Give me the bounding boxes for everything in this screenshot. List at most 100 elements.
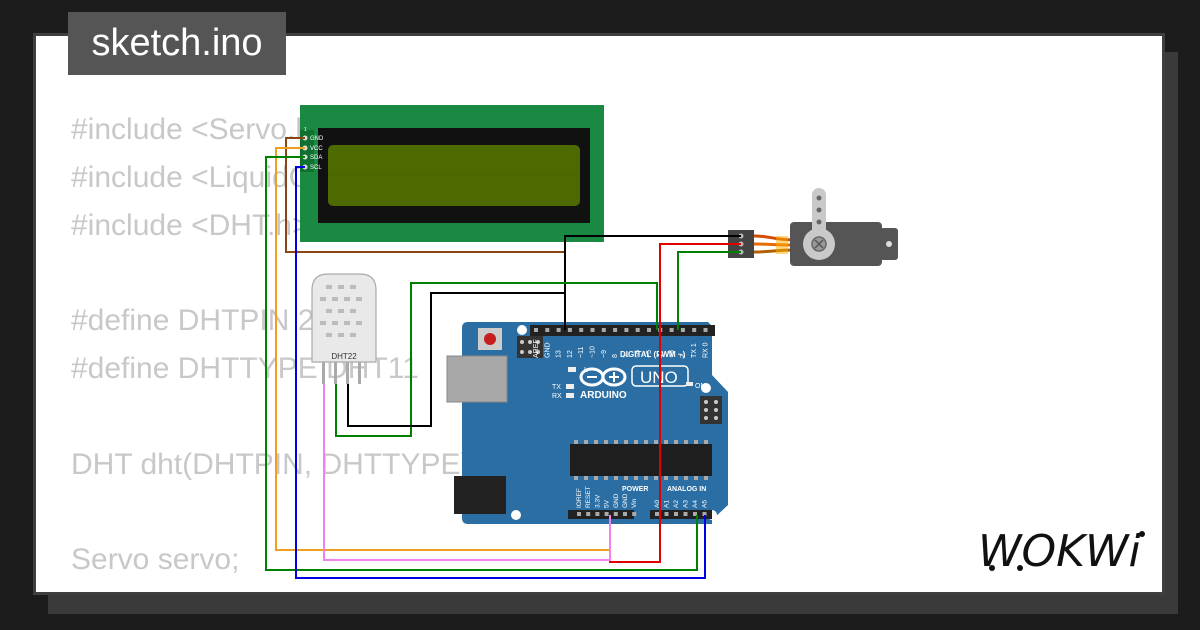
digital-pin[interactable] <box>579 328 584 332</box>
wire-servo-signal-green <box>677 251 741 330</box>
power-pin-label: IOREF <box>576 488 583 508</box>
lcd-pin-header <box>300 130 314 172</box>
analog-pin-label: A5 <box>702 500 709 508</box>
on-label: ON <box>695 383 706 390</box>
dht-sensor[interactable]: DHT22 <box>311 273 377 384</box>
power-pin-label: 3.3V <box>594 494 601 508</box>
power-pin[interactable] <box>586 512 591 516</box>
analog-pin[interactable] <box>683 512 688 516</box>
digital-pin[interactable] <box>534 328 538 332</box>
analog-pin-label: A2 <box>673 500 680 508</box>
digital-pin-label: ~10 <box>590 346 597 358</box>
analog-pin[interactable] <box>655 512 659 516</box>
analog-pin-label: A3 <box>683 500 690 508</box>
analog-pin[interactable] <box>693 512 697 516</box>
digital-pin-label: 7 <box>623 354 630 358</box>
digital-pin[interactable] <box>601 328 606 332</box>
wokwi-logo: WOKWi <box>978 526 1141 577</box>
power-pin[interactable] <box>577 512 581 516</box>
wire-lcd-sda-green <box>265 156 698 571</box>
atmega-chip <box>570 444 712 476</box>
lcd-pin-sda: SDA <box>310 155 322 161</box>
analog-pin[interactable] <box>674 512 678 516</box>
usb-port <box>446 355 508 403</box>
model-label: UNO <box>640 368 678 387</box>
code-line: #include <DHT.h> <box>71 208 310 242</box>
power-pin[interactable] <box>604 512 609 516</box>
power-header <box>568 510 634 519</box>
analog-pin[interactable] <box>702 512 707 516</box>
analog-pin[interactable] <box>664 512 669 516</box>
digital-pin-label: 2 <box>680 354 687 358</box>
digital-pin-label: RX 0 <box>703 342 710 358</box>
code-line: #define DHTPIN 2 <box>71 304 315 338</box>
digital-pin[interactable] <box>545 328 550 332</box>
power-pin-label: 5V <box>604 499 611 508</box>
digital-pin-label: 12 <box>567 350 574 358</box>
digital-pin-label: ~11 <box>578 347 585 358</box>
digital-pin-label: GND <box>544 342 551 358</box>
digital-pin-label: ~9 <box>601 350 608 358</box>
analog-pin-label: A0 <box>654 500 661 508</box>
digital-pin[interactable] <box>680 328 685 332</box>
wire-dht-data-green <box>335 282 658 437</box>
digital-pin[interactable] <box>624 328 629 332</box>
arduino-logo-text: ARDUINO <box>580 390 627 401</box>
led-rx-label: RX <box>552 393 562 400</box>
digital-label: DIGITAL (PWM ~) <box>620 350 686 359</box>
lcd-pin-vcc: VCC <box>310 146 323 152</box>
analog-pin-label: A1 <box>664 500 671 508</box>
digital-pin-label: TX 1 <box>691 343 698 358</box>
code-line: DHT dht(DHTPIN, DHTTYPE); <box>71 447 479 481</box>
power-pin-label: GND <box>613 493 620 508</box>
lcd-screen <box>328 145 580 206</box>
power-label: POWER <box>622 486 648 493</box>
analog-header <box>650 510 712 519</box>
dht-label: DHT22 <box>331 352 357 361</box>
wire-dht-vcc-pink <box>323 384 611 561</box>
lcd-pin-scl: SCL <box>310 165 322 171</box>
dht-grille <box>320 285 362 337</box>
digital-pin-label: ~5 <box>646 350 653 358</box>
digital-pin[interactable] <box>613 328 618 332</box>
dht-body <box>311 273 377 363</box>
power-pin-label: GND <box>622 493 629 508</box>
wire-dht-gnd-black <box>347 292 566 427</box>
power-pin[interactable] <box>632 512 637 516</box>
digital-header <box>530 325 715 336</box>
power-pin-label: RESET <box>585 486 592 508</box>
digital-pin[interactable] <box>692 328 697 332</box>
digital-pin-label: 8 <box>612 354 619 358</box>
digital-pin-label: ~6 <box>635 350 642 358</box>
svg-text:1: 1 <box>304 127 307 133</box>
code-line: Servo servo; <box>71 543 240 577</box>
digital-pin-label: AREF <box>533 339 540 358</box>
power-jack <box>454 476 506 514</box>
wires <box>265 137 741 579</box>
wire-lcd-scl-blue <box>295 166 706 579</box>
digital-pin-label: ~3 <box>669 350 676 358</box>
power-pin[interactable] <box>613 512 618 516</box>
arduino-logo <box>579 367 627 387</box>
lcd-module[interactable]: 1 GND VCC SDA SCL <box>300 105 604 242</box>
icsp-header-2 <box>700 396 722 424</box>
power-pin-label: Vin <box>631 498 638 508</box>
power-pin[interactable] <box>623 512 627 516</box>
digital-pin[interactable] <box>703 328 708 332</box>
digital-pin[interactable] <box>647 328 651 332</box>
digital-pin[interactable] <box>556 328 561 332</box>
digital-pin[interactable] <box>669 328 674 332</box>
analog-label: ANALOG IN <box>667 486 706 493</box>
digital-pin[interactable] <box>567 328 572 332</box>
reset-button[interactable] <box>484 333 496 345</box>
digital-pin[interactable] <box>635 328 640 332</box>
power-pin[interactable] <box>595 512 600 516</box>
digital-pin[interactable] <box>590 328 595 332</box>
lcd-pin-gnd: GND <box>310 136 324 142</box>
wokwi-logo-dots <box>989 531 1145 571</box>
servo-motor[interactable] <box>728 188 898 266</box>
file-tab[interactable]: sketch.ino <box>68 12 286 75</box>
analog-pin-label: A4 <box>692 500 699 508</box>
